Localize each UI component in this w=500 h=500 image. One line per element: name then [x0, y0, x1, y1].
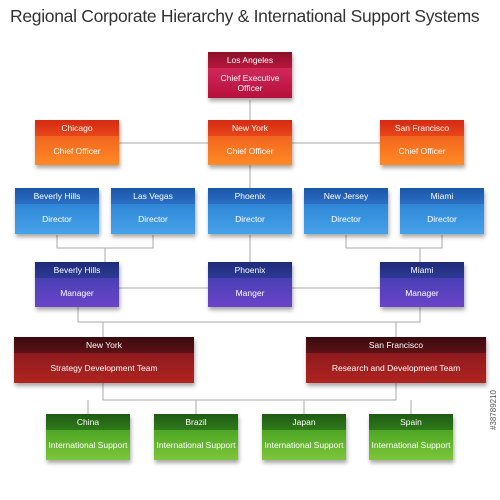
ceo-box: Los Angeles Chief Executive Officer: [208, 52, 292, 98]
director-location: Las Vegas: [111, 188, 195, 204]
connector-managers-teams: [77, 307, 421, 337]
chief-box-san-francisco: San Francisco Chief Officer: [380, 120, 464, 165]
connector-teams-support: [87, 383, 412, 414]
support-role: International Support: [262, 430, 346, 460]
chief-role: Chief Officer: [208, 136, 292, 165]
support-box-japan: Japan International Support: [262, 414, 346, 460]
support-role: International Support: [46, 430, 130, 460]
manager-box-miami: Miami Manager: [380, 262, 464, 307]
director-role: Director: [15, 204, 99, 234]
director-role: Director: [304, 204, 388, 234]
director-location: Beverly Hills: [15, 188, 99, 204]
support-location: Brazil: [154, 414, 238, 430]
connector-directors-left: [56, 235, 154, 262]
page-title: Regional Corporate Hierarchy & Internati…: [10, 6, 480, 26]
chief-box-chicago: Chicago Chief Officer: [35, 120, 119, 165]
support-box-brazil: Brazil International Support: [154, 414, 238, 460]
director-box-new-jersey: New Jersey Director: [304, 188, 388, 234]
chief-role: Chief Officer: [380, 136, 464, 165]
team-role: Research and Development Team: [306, 353, 486, 383]
director-box-beverly-hills: Beverly Hills Director: [15, 188, 99, 234]
support-location: Japan: [262, 414, 346, 430]
stock-watermark-id: #38789210: [489, 390, 498, 431]
chief-location: Chicago: [35, 120, 119, 136]
manager-role: Manager: [35, 278, 119, 307]
chief-location: San Francisco: [380, 120, 464, 136]
ceo-role: Chief Executive Officer: [208, 68, 292, 98]
support-role: International Support: [369, 430, 453, 460]
support-box-spain: Spain International Support: [369, 414, 453, 460]
support-role: International Support: [154, 430, 238, 460]
director-location: Phoenix: [208, 188, 292, 204]
manager-location: Phoenix: [208, 262, 292, 278]
manager-box-beverly-hills: Beverly Hills Manager: [35, 262, 119, 307]
director-box-las-vegas: Las Vegas Director: [111, 188, 195, 234]
support-location: Spain: [369, 414, 453, 430]
manager-location: Miami: [380, 262, 464, 278]
manager-role: Manger: [208, 278, 292, 307]
director-role: Director: [400, 204, 484, 234]
team-box-san-francisco: San Francisco Research and Development T…: [306, 337, 486, 383]
team-location: New York: [14, 337, 194, 353]
support-location: China: [46, 414, 130, 430]
director-location: New Jersey: [304, 188, 388, 204]
director-box-miami: Miami Director: [400, 188, 484, 234]
support-box-china: China International Support: [46, 414, 130, 460]
team-location: San Francisco: [306, 337, 486, 353]
manager-box-phoenix: Phoenix Manger: [208, 262, 292, 307]
manager-role: Manager: [380, 278, 464, 307]
director-role: Director: [208, 204, 292, 234]
team-role: Strategy Development Team: [14, 353, 194, 383]
chief-box-new-york: New York Chief Officer: [208, 120, 292, 165]
director-role: Director: [111, 204, 195, 234]
team-box-new-york: New York Strategy Development Team: [14, 337, 194, 383]
director-location: Miami: [400, 188, 484, 204]
chief-location: New York: [208, 120, 292, 136]
chief-role: Chief Officer: [35, 136, 119, 165]
director-box-phoenix: Phoenix Director: [208, 188, 292, 234]
ceo-location: Los Angeles: [208, 52, 292, 68]
manager-location: Beverly Hills: [35, 262, 119, 278]
connector-directors-right: [345, 235, 443, 262]
